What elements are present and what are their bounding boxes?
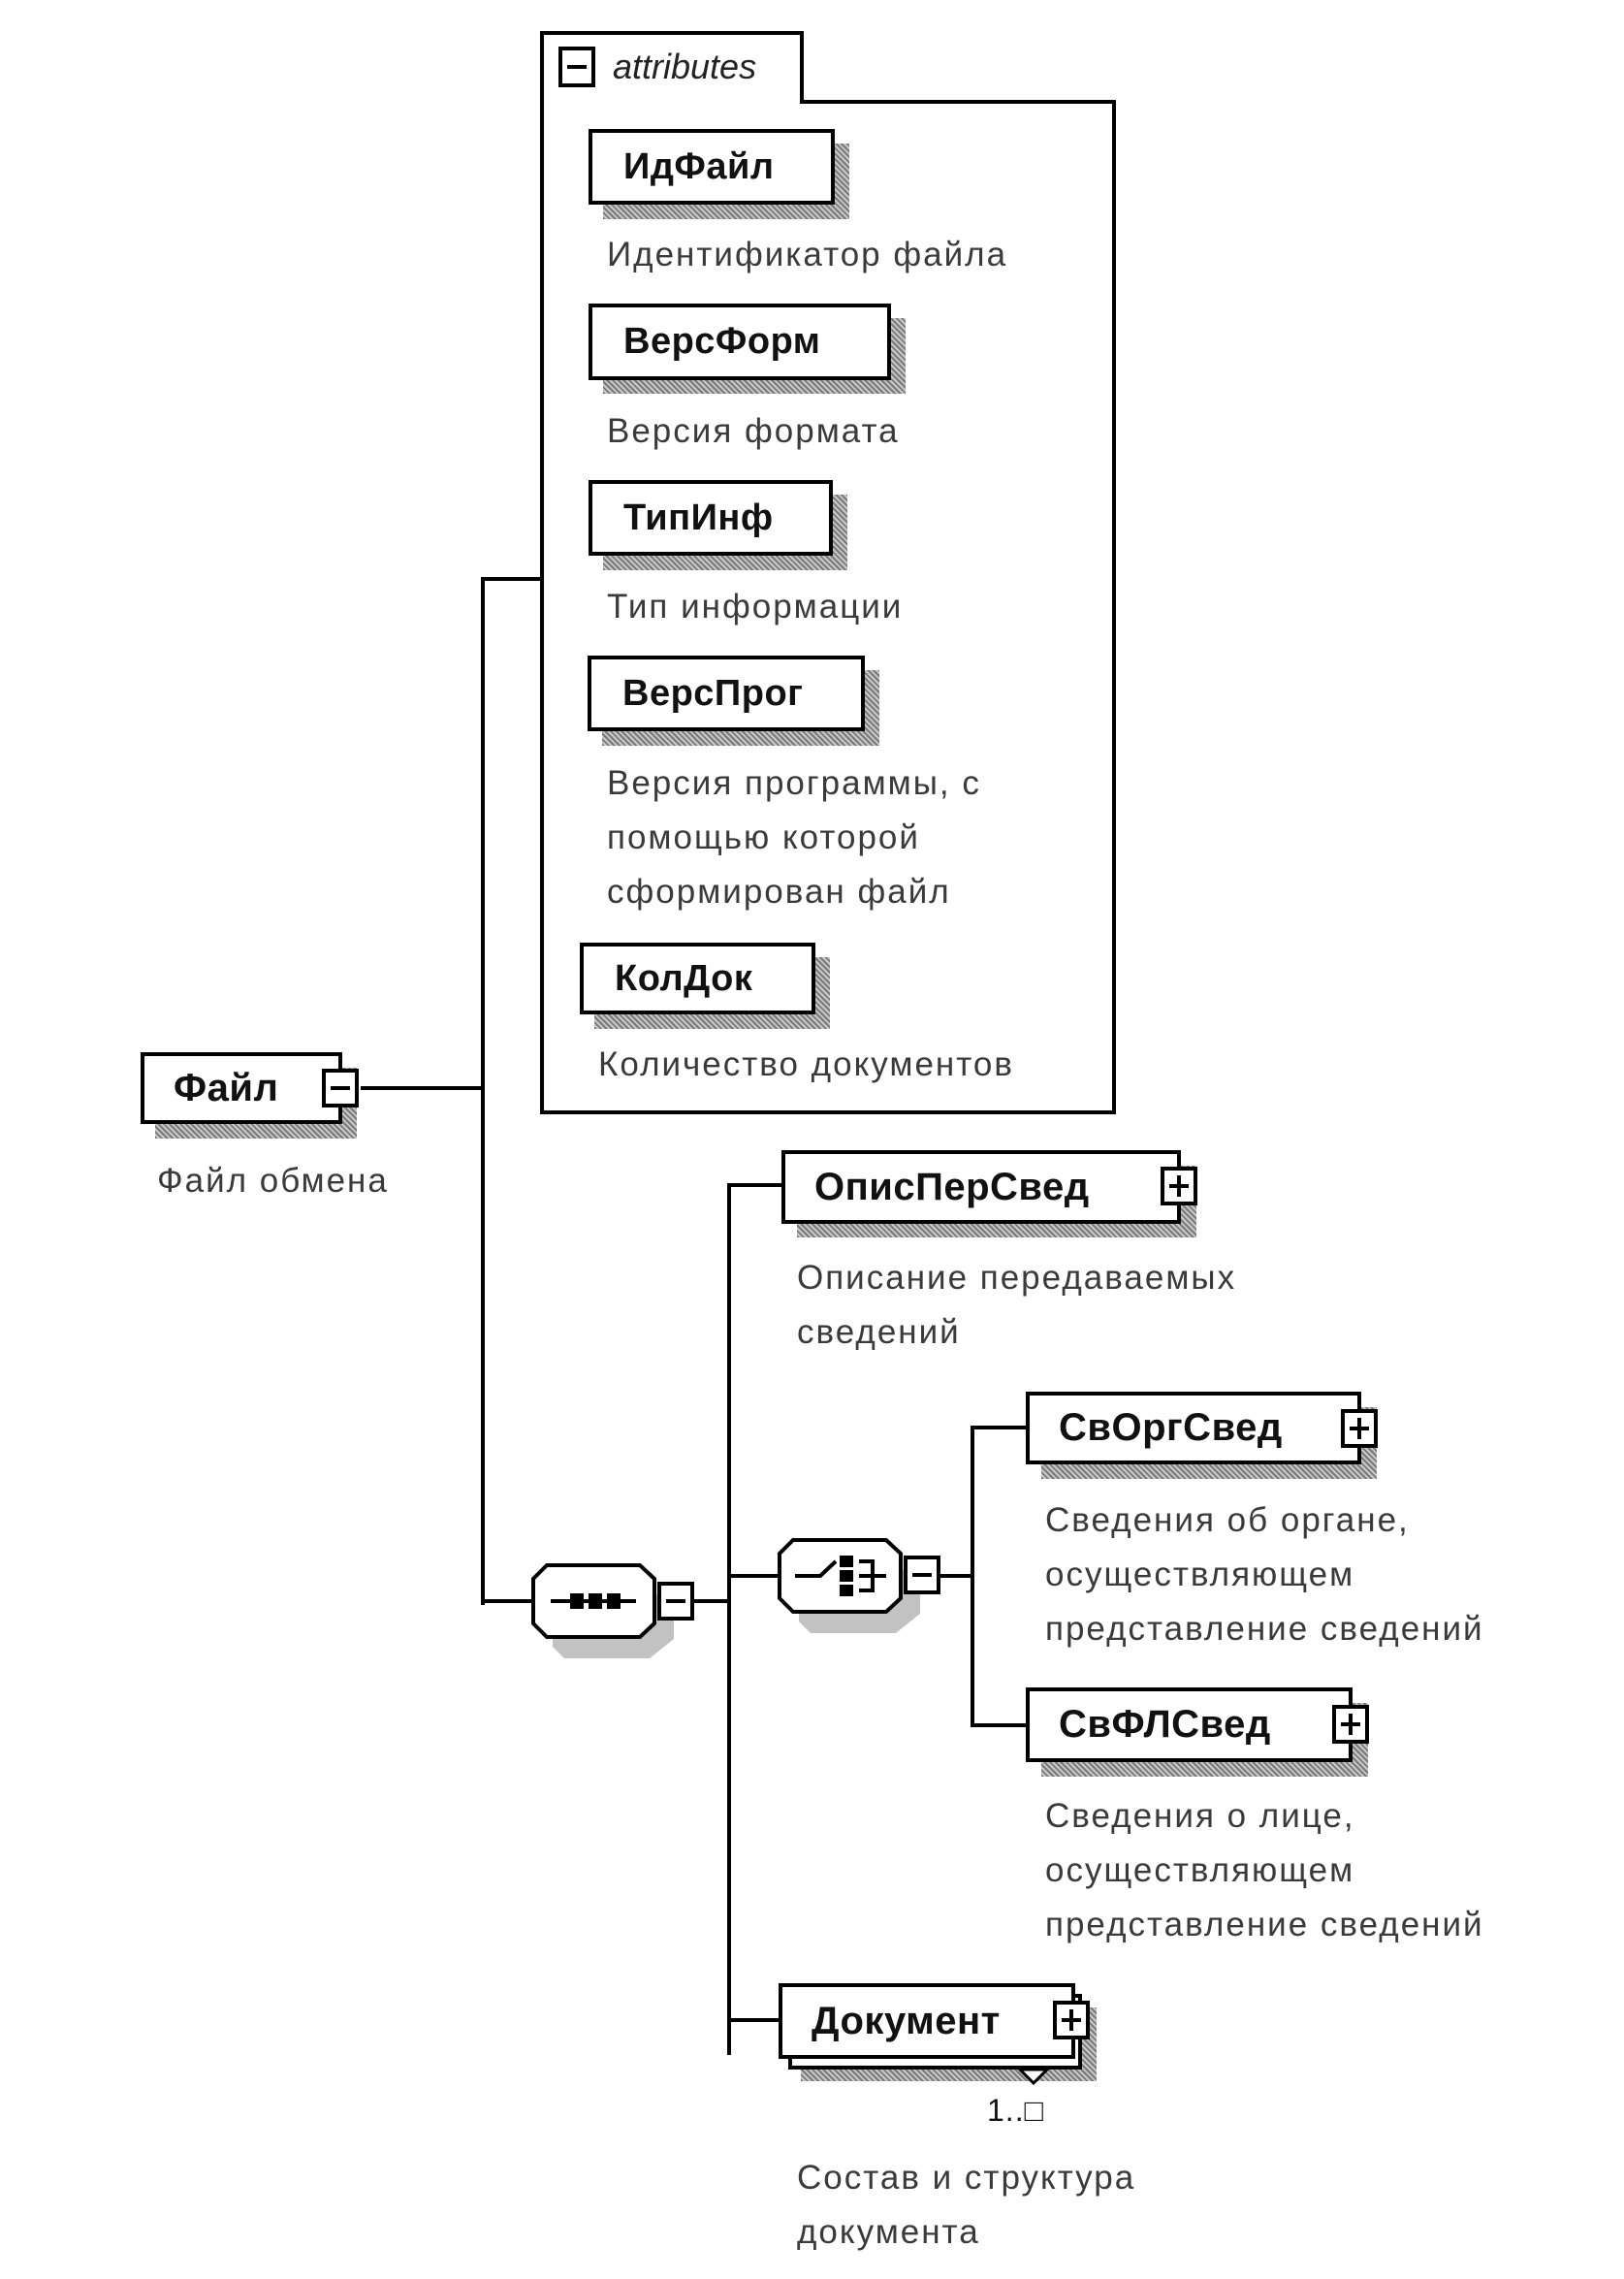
attribute-label: ВерсПрог bbox=[622, 672, 804, 714]
element-label: Документ bbox=[812, 1999, 1001, 2042]
minus-icon bbox=[666, 1599, 685, 1603]
connector-sequence-out bbox=[694, 1599, 731, 1603]
choice-collapse-toggle[interactable] bbox=[904, 1556, 940, 1594]
element-document[interactable]: Документ bbox=[779, 1983, 1075, 2059]
attribute-label: ТипИнф bbox=[623, 497, 774, 538]
root-element-label: Файл bbox=[174, 1066, 279, 1109]
attribute-koldok[interactable]: КолДок bbox=[580, 943, 815, 1014]
element-description-line: Сведения об органе, bbox=[1045, 1501, 1410, 1539]
root-element[interactable]: Файл bbox=[141, 1052, 342, 1124]
choice-icon bbox=[795, 1556, 886, 1596]
connector-choice-out bbox=[940, 1574, 974, 1578]
minus-icon bbox=[331, 1086, 350, 1090]
element-description: Сведения о лице, осуществляющем представ… bbox=[1045, 1789, 1484, 1952]
element-description-line: осуществляющем bbox=[1045, 1851, 1355, 1889]
attribute-versprog[interactable]: ВерсПрог bbox=[588, 656, 865, 731]
connector-attributes bbox=[481, 577, 543, 581]
element-description: Сведения об органе, осуществляющем предс… bbox=[1045, 1493, 1484, 1656]
element-description-line: Состав и структура bbox=[797, 2159, 1136, 2197]
element-opispersved[interactable]: ОписПерСвед bbox=[781, 1150, 1181, 1224]
plus-icon-v bbox=[1349, 1714, 1353, 1735]
attribute-description: Тип информации bbox=[607, 588, 904, 626]
connector-choice-vertical bbox=[971, 1426, 974, 1727]
attribute-label: КолДок bbox=[615, 957, 753, 999]
element-description-line: осуществляющем bbox=[1045, 1556, 1355, 1593]
cardinality-marker-icon bbox=[1018, 2068, 1049, 2086]
attribute-description: Версия формата bbox=[607, 412, 900, 450]
plus-icon-v bbox=[1069, 2009, 1073, 2031]
element-svflsved[interactable]: СвФЛСвед bbox=[1026, 1687, 1353, 1762]
attribute-description-line: помощью которой bbox=[607, 819, 920, 856]
attributes-tab-join bbox=[544, 97, 800, 105]
attribute-label: ВерсФорм bbox=[623, 321, 821, 362]
connector-svfl bbox=[971, 1723, 1029, 1727]
connector-main-vertical bbox=[481, 577, 485, 1605]
minus-icon bbox=[567, 65, 587, 69]
element-description-line: Сведения о лице, bbox=[1045, 1797, 1355, 1835]
element-svorgsved[interactable]: СвОргСвед bbox=[1026, 1392, 1361, 1464]
connector-choice bbox=[727, 1574, 781, 1578]
choice-compositor[interactable] bbox=[778, 1536, 952, 1633]
cardinality-label: 1..□ bbox=[987, 2093, 1044, 2128]
sequence-icon bbox=[551, 1593, 636, 1609]
attribute-description-line: Версия программы, с bbox=[607, 764, 981, 802]
element-description-line: Описание передаваемых bbox=[797, 1259, 1237, 1297]
element-description: Описание передаваемых сведений bbox=[797, 1251, 1236, 1360]
element-label: СвОргСвед bbox=[1059, 1406, 1283, 1449]
sequence-compositor[interactable] bbox=[531, 1561, 706, 1658]
element-description-line: документа bbox=[797, 2213, 980, 2251]
attribute-description: Идентификатор файла bbox=[607, 236, 1008, 273]
element-label: СвФЛСвед bbox=[1059, 1703, 1271, 1746]
connector-opis bbox=[727, 1183, 783, 1187]
document-expand-toggle[interactable] bbox=[1053, 2001, 1090, 2039]
element-description: Состав и структура документа bbox=[797, 2151, 1135, 2260]
attribute-description-line: сформирован файл bbox=[607, 873, 951, 911]
connector-root bbox=[361, 1086, 485, 1090]
minus-icon bbox=[912, 1573, 932, 1577]
attribute-description: Количество документов bbox=[598, 1045, 1014, 1083]
attribute-tipinf[interactable]: ТипИнф bbox=[589, 480, 833, 556]
root-collapse-toggle[interactable] bbox=[322, 1069, 359, 1107]
root-description: Файл обмена bbox=[157, 1162, 389, 1200]
svorg-expand-toggle[interactable] bbox=[1341, 1409, 1378, 1448]
element-description-line: представление сведений bbox=[1045, 1610, 1484, 1648]
connector-sequence bbox=[481, 1599, 535, 1603]
element-label: ОписПерСвед bbox=[814, 1165, 1090, 1208]
attribute-versform[interactable]: ВерсФорм bbox=[589, 304, 891, 380]
svfl-expand-toggle[interactable] bbox=[1332, 1705, 1369, 1744]
opis-expand-toggle[interactable] bbox=[1161, 1167, 1197, 1205]
attributes-collapse-toggle[interactable] bbox=[558, 47, 595, 87]
attributes-title: attributes bbox=[613, 47, 757, 86]
attribute-idfile[interactable]: ИдФайл bbox=[589, 129, 835, 205]
connector-document bbox=[727, 2018, 780, 2022]
element-description-line: представление сведений bbox=[1045, 1906, 1484, 1943]
attribute-label: ИдФайл bbox=[623, 145, 775, 187]
plus-icon-v bbox=[1357, 1418, 1361, 1439]
sequence-collapse-toggle[interactable] bbox=[657, 1582, 694, 1621]
connector-sequence-vertical bbox=[727, 1183, 731, 2055]
element-description-line: сведений bbox=[797, 1313, 961, 1351]
plus-icon-v bbox=[1177, 1175, 1181, 1197]
attribute-description: Версия программы, с помощью которой сфор… bbox=[607, 756, 981, 919]
connector-svorg bbox=[971, 1426, 1029, 1429]
